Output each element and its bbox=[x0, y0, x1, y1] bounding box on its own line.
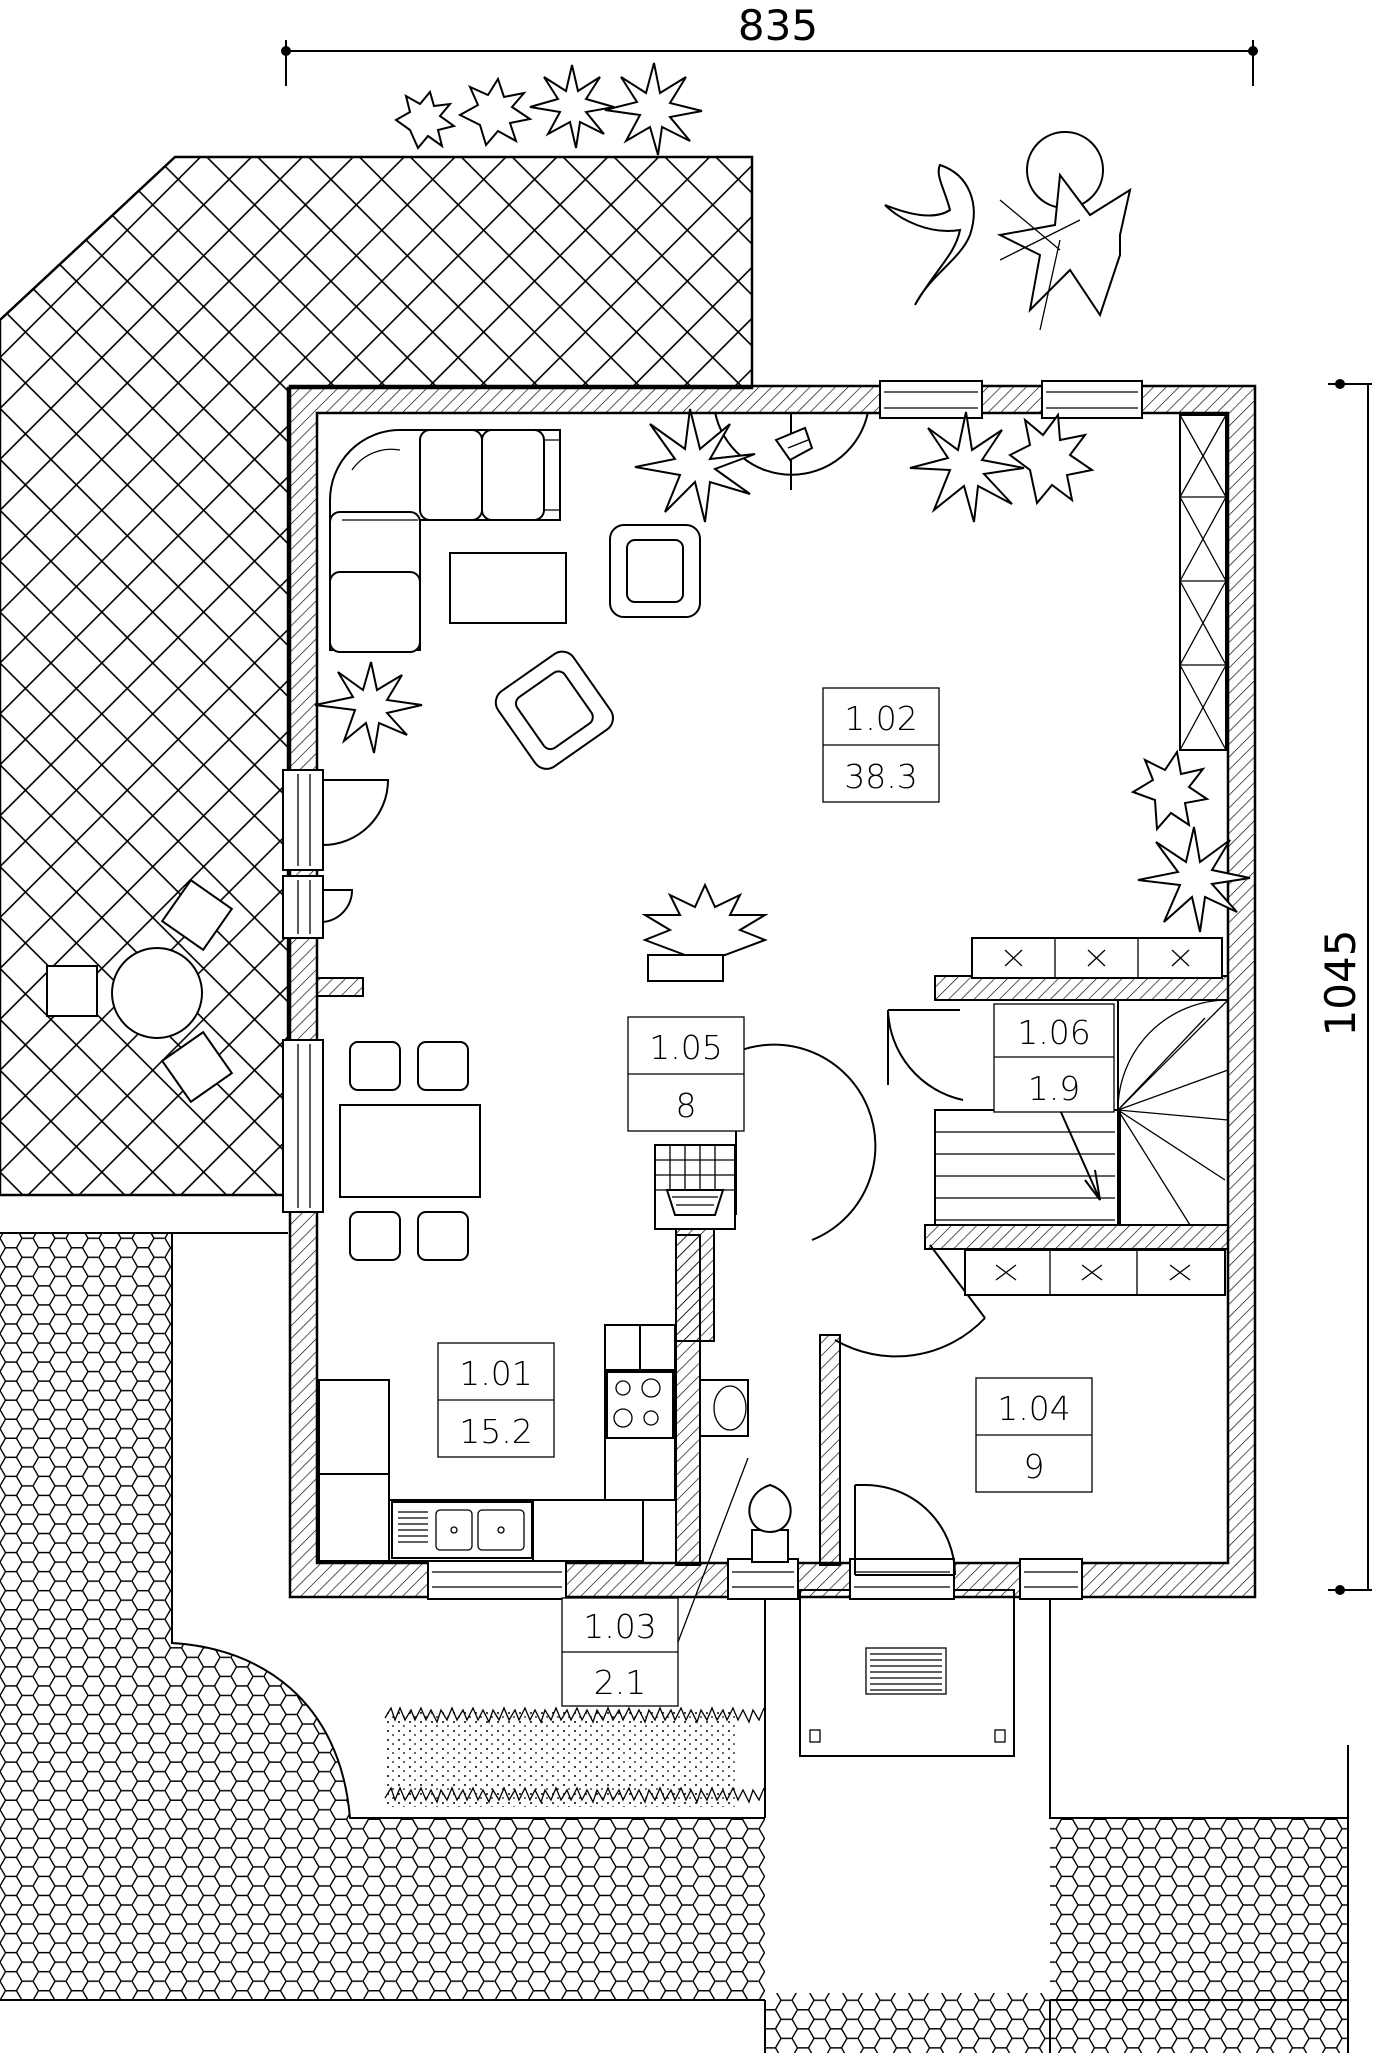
room-area: 38.3 bbox=[844, 757, 917, 796]
plant-icon bbox=[314, 661, 423, 754]
plant-icon bbox=[641, 882, 769, 982]
wardrobe-bottom bbox=[964, 1249, 1226, 1296]
room-label-1-02: 1.02 38.3 bbox=[822, 687, 940, 803]
room-area: 9 bbox=[1024, 1447, 1045, 1486]
room-area: 8 bbox=[676, 1086, 697, 1125]
lawn-strip bbox=[384, 1706, 765, 1807]
coffee-table bbox=[449, 552, 567, 624]
fireplace-chimney bbox=[654, 1144, 736, 1342]
garden-shrubs bbox=[884, 131, 1132, 331]
room-area: 15.2 bbox=[459, 1412, 532, 1451]
patio-table bbox=[46, 878, 234, 1104]
room-number: 1.05 bbox=[649, 1028, 722, 1067]
room-label-1-05: 1.05 8 bbox=[627, 1016, 745, 1132]
kitchen-sink bbox=[391, 1501, 533, 1559]
dining-table bbox=[339, 1041, 481, 1261]
width-dimension-label: 835 bbox=[738, 1, 818, 50]
height-dimension-label: 1045 bbox=[1316, 930, 1365, 1037]
washbasin bbox=[699, 1379, 749, 1437]
wardrobe-top bbox=[1179, 414, 1227, 751]
room-label-1-03: 1.03 2.1 bbox=[561, 1457, 749, 1707]
room-number: 1.03 bbox=[583, 1607, 656, 1646]
armchair bbox=[609, 524, 701, 618]
room-label-1-01: 1.01 15.2 bbox=[437, 1342, 555, 1458]
armchair bbox=[494, 650, 614, 770]
plant-icon bbox=[394, 62, 703, 156]
staircase bbox=[934, 999, 1229, 1226]
toilet bbox=[748, 1483, 792, 1563]
room-number: 1.01 bbox=[459, 1354, 532, 1393]
cooktop bbox=[606, 1371, 674, 1439]
room-number: 1.02 bbox=[844, 699, 917, 738]
windows bbox=[282, 380, 1143, 1600]
door-mat bbox=[865, 1647, 947, 1695]
desk-lamp bbox=[774, 426, 814, 462]
width-dimension: 835 bbox=[281, 1, 1258, 86]
walkway-hex-paving bbox=[0, 1232, 1349, 2053]
room-number: 1.04 bbox=[997, 1389, 1070, 1428]
plant-icon bbox=[634, 408, 756, 523]
interior-walls bbox=[316, 975, 1229, 1566]
height-dimension: 1045 bbox=[1316, 379, 1372, 1595]
plant-icon bbox=[909, 411, 1095, 523]
room-area: 2.1 bbox=[594, 1663, 646, 1702]
front-porch bbox=[799, 1589, 1015, 1757]
room-area: 1.9 bbox=[1028, 1069, 1080, 1108]
room-number: 1.06 bbox=[1017, 1013, 1090, 1052]
room-label-1-04: 1.04 9 bbox=[975, 1377, 1093, 1493]
wardrobe-mid bbox=[971, 937, 1223, 979]
plant-icon bbox=[1130, 749, 1251, 933]
corner-sofa bbox=[329, 429, 561, 653]
room-label-1-06: 1.06 1.9 bbox=[993, 1003, 1115, 1113]
